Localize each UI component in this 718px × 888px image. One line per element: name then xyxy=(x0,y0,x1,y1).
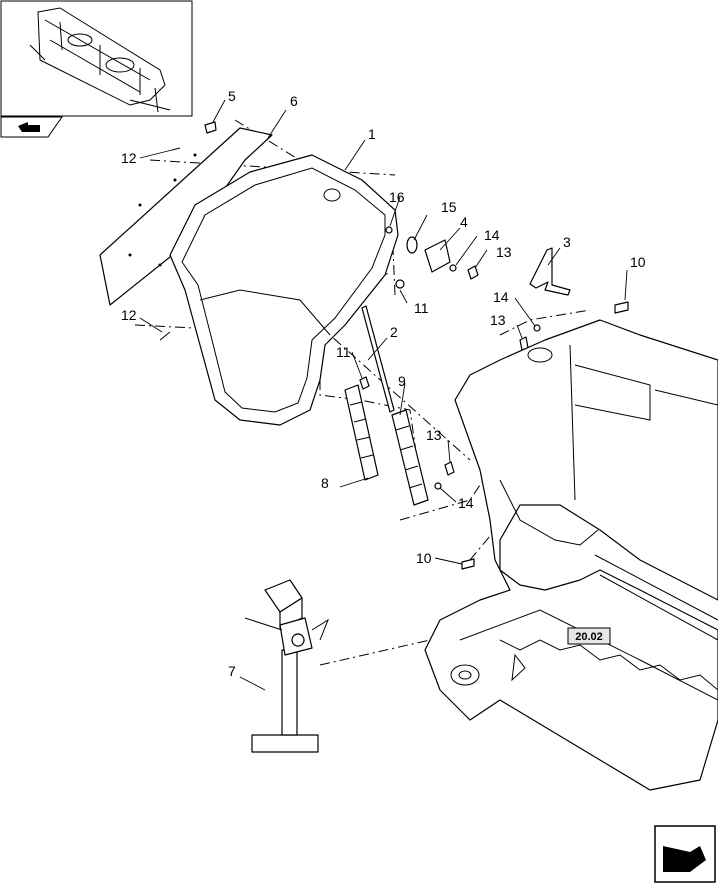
callout-16: 16 xyxy=(389,189,405,205)
callout-12-bottom: 12 xyxy=(121,307,137,323)
callout-11-middle: 11 xyxy=(336,344,351,360)
callout-4: 4 xyxy=(460,214,468,230)
fasteners xyxy=(159,121,629,570)
callout-10-bottom: 10 xyxy=(416,550,432,566)
callout-14-bottom: 14 xyxy=(458,495,474,511)
callout-3: 3 xyxy=(563,234,571,250)
callout-labels: 1 2 3 4 5 6 7 8 9 10 10 11 11 12 12 13 1… xyxy=(121,88,646,679)
callout-9: 9 xyxy=(398,373,406,389)
part-6-panel xyxy=(99,127,273,306)
part-3-bracket xyxy=(529,247,571,296)
callout-12-top: 12 xyxy=(121,150,137,166)
hinge-parts xyxy=(359,226,541,490)
machine-thumbnail-icon xyxy=(29,7,171,113)
callout-1: 1 xyxy=(368,126,376,142)
part-7-jack-stand xyxy=(244,579,330,753)
callout-14-top: 14 xyxy=(484,227,500,243)
part-2-rod xyxy=(361,305,395,413)
callout-8: 8 xyxy=(321,475,329,491)
callout-7: 7 xyxy=(228,663,236,679)
machine-header-frame xyxy=(424,319,718,791)
callout-6: 6 xyxy=(290,93,298,109)
next-page-button[interactable] xyxy=(654,825,716,883)
previous-page-button[interactable] xyxy=(0,116,63,138)
leader-lines xyxy=(139,99,628,691)
part-1-shield xyxy=(169,154,399,426)
callout-13-top: 13 xyxy=(496,244,512,260)
next-page-arrow-icon xyxy=(663,846,706,872)
callout-10-top: 10 xyxy=(630,254,646,270)
callout-11-top: 11 xyxy=(414,300,429,316)
previous-page-arrow-icon xyxy=(18,122,40,132)
callout-13-middle: 13 xyxy=(426,427,442,443)
callout-15: 15 xyxy=(441,199,457,215)
reference-box[interactable]: 20.02 xyxy=(567,627,611,645)
part-9-bracket xyxy=(391,409,429,506)
callout-14-left: 14 xyxy=(493,289,509,305)
thumbnail-panel[interactable] xyxy=(0,0,193,117)
callout-13-left: 13 xyxy=(490,312,506,328)
svg-text:20.02: 20.02 xyxy=(575,631,603,643)
callout-5: 5 xyxy=(228,88,236,104)
callout-2: 2 xyxy=(390,324,398,340)
part-8-bracket xyxy=(344,384,379,481)
